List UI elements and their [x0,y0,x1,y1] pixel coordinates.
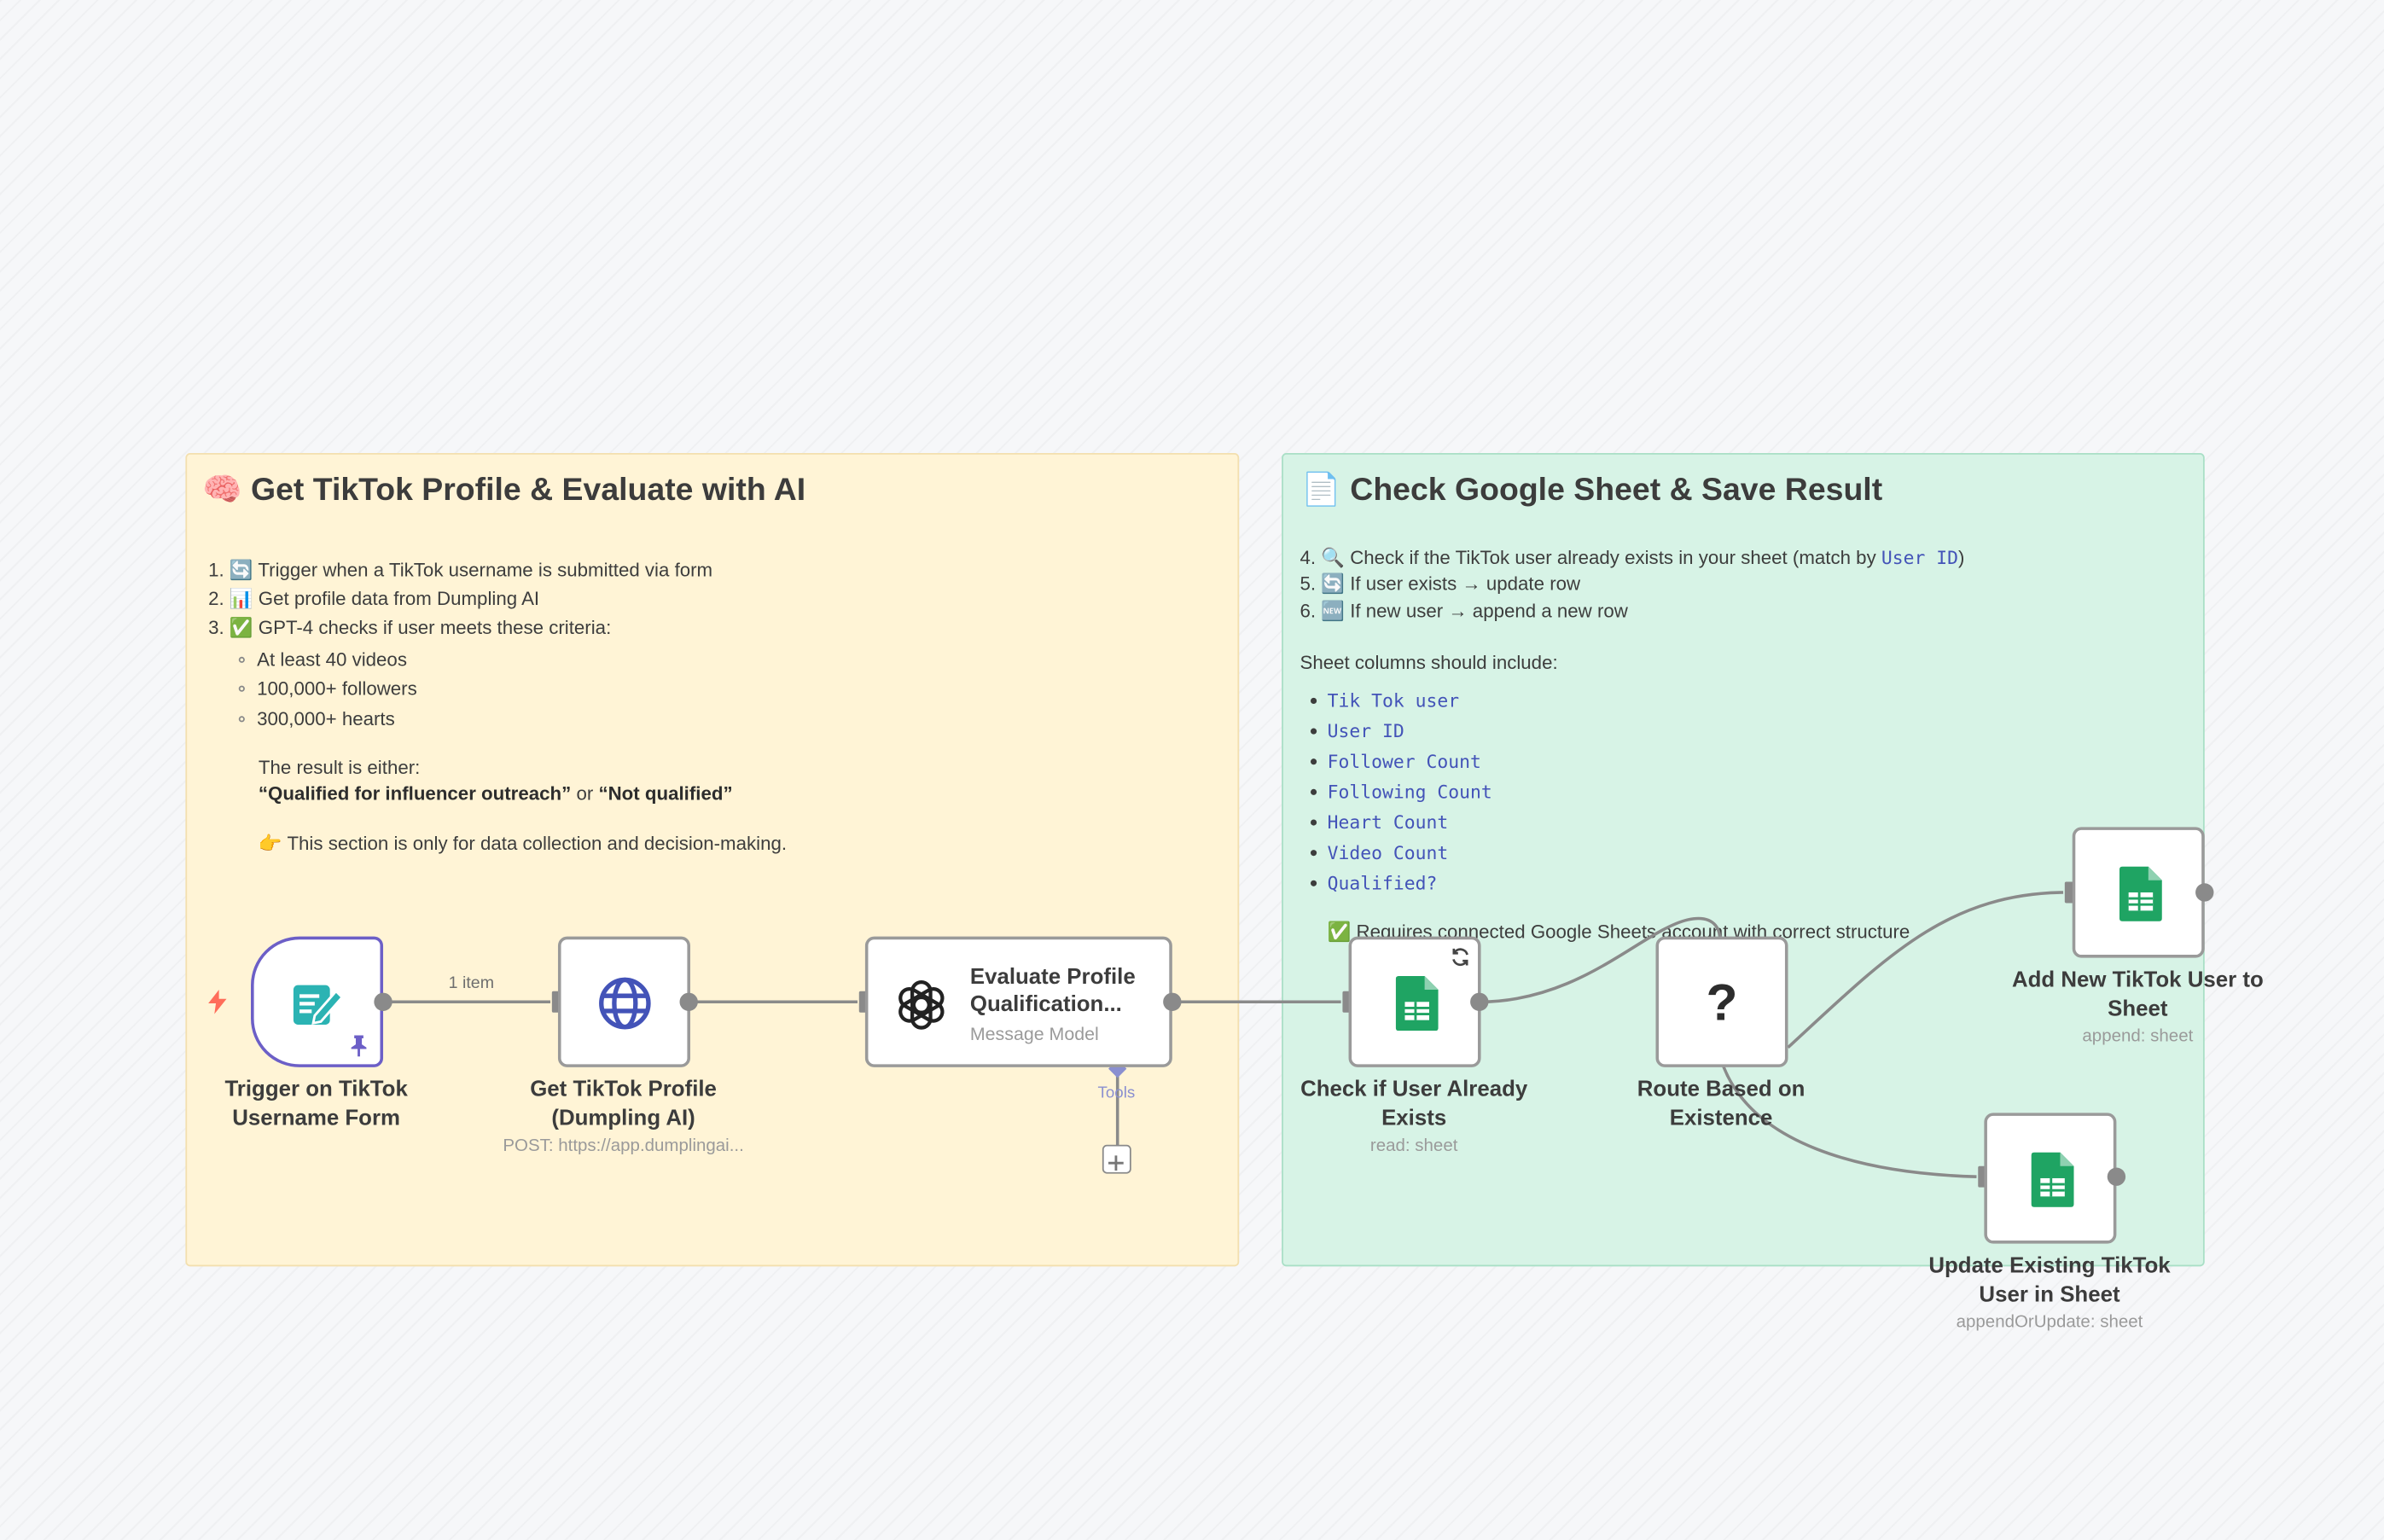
update-user-node[interactable] [1984,1113,2117,1244]
route-if-node[interactable]: ? [1655,936,1788,1067]
add-user-subtitle: append: sheet [2082,1027,2194,1046]
check-user-label: Check if User Already Exists [1300,1078,1528,1131]
refresh-icon[interactable] [1451,947,1470,974]
output-port[interactable] [1163,992,1182,1011]
ai-evaluate-subtitle: Message Model [969,1023,1099,1045]
plus-icon [1108,1151,1124,1178]
connection-item-count: 1 item [448,974,495,993]
criteria-followers: 100,000+ followers [257,677,417,700]
output-port[interactable] [679,992,698,1011]
result-or: or [571,782,599,805]
column-item: User ID [1327,720,1404,742]
output-port[interactable] [1470,992,1489,1011]
openai-logo-icon [893,976,951,1042]
bullet [1310,728,1317,735]
http-request-label: Get TikTok Profile (Dumpling AI) [530,1078,717,1131]
step-2-text: 2. 📊 Get profile data from Dumpling AI [208,588,540,610]
update-user-label: Update Existing TikTok User in Sheet [1928,1254,2171,1308]
update-user-subtitle: appendOrUpdate: sheet [1956,1313,2143,1332]
step-3-text: 3. ✅ GPT-4 checks if user meets these cr… [208,617,612,639]
input-port[interactable] [551,991,561,1013]
bullet [238,716,245,723]
google-sheets-icon [1395,975,1439,1038]
connection-route-add[interactable] [1787,891,2064,1049]
step-4-text: 4. 🔍 Check if the TikTok user already ex… [1300,547,1965,569]
step-1-text: 1. 🔄 Trigger when a TikTok username is s… [208,559,713,581]
bullet [1310,850,1317,857]
add-user-label: Add New TikTok User to Sheet [2011,968,2264,1022]
google-sheets-icon [2119,866,2162,929]
check-user-node[interactable] [1348,936,1481,1067]
bullet [238,685,245,692]
criteria-hearts: 300,000+ hearts [257,708,395,730]
route-if-label: Route Based on Existence [1637,1078,1805,1131]
connection-route-update[interactable] [1716,1049,1977,1178]
criteria-videos: At least 40 videos [257,648,407,671]
http-request-subtitle: POST: https://app.dumplingai... [503,1136,744,1156]
input-port[interactable] [2064,881,2074,904]
form-pencil-icon [290,976,345,1035]
column-item: Following Count [1327,781,1492,803]
bullet [238,656,245,663]
connection-check-route[interactable] [1479,916,1722,1004]
column-item: Tik Tok user [1327,689,1460,712]
column-item: Qualified? [1327,872,1438,894]
bullet [1310,758,1317,765]
add-tool-button[interactable] [1102,1144,1131,1174]
check-user-subtitle: read: sheet [1369,1136,1458,1156]
input-port[interactable] [858,991,869,1013]
bullet [1310,788,1317,795]
sticky-title-ai-evaluation: 🧠 Get TikTok Profile & Evaluate with AI [201,473,806,508]
step-5-text: 5. 🔄 If user exists → update row [1300,572,1581,595]
step-6-text: 6. 🆕 If new user → append a new row [1300,600,1628,622]
http-request-node[interactable] [557,936,690,1067]
column-item: Video Count [1327,842,1449,864]
output-port[interactable] [2107,1167,2126,1186]
trigger-form-node[interactable] [251,936,384,1067]
output-port[interactable] [374,992,392,1011]
bullet [1310,697,1317,705]
result-options: “Qualified for influencer outreach” or “… [259,784,733,803]
section-note: 👉 This section is only for data collecti… [258,833,788,855]
column-item: Follower Count [1327,751,1481,773]
bullet [1310,819,1317,826]
globe-icon [597,976,652,1038]
ai-evaluate-label: Evaluate Profile Qualification... [969,965,1136,1018]
result-qualified: “Qualified for influencer outreach” [258,782,572,805]
lightning-bolt-icon [206,990,228,1021]
question-mark-icon: ? [1706,974,1738,1032]
input-port[interactable] [1978,1165,1987,1188]
column-item: Heart Count [1327,811,1449,834]
input-port[interactable] [1342,991,1352,1013]
columns-intro: Sheet columns should include: [1300,652,1558,674]
ai-evaluate-node[interactable]: Evaluate Profile Qualification... Messag… [864,936,1172,1067]
sticky-title-google-sheet: 📄 Check Google Sheet & Save Result [1301,473,1883,508]
result-not-qualified: “Not qualified” [598,782,733,805]
add-user-node[interactable] [2072,827,2205,958]
bullet [1310,880,1317,886]
pin-icon[interactable] [350,1035,368,1064]
result-intro: The result is either: [258,757,421,779]
code-user-id: User ID [1881,547,1959,569]
sticky-note-ai-evaluation[interactable]: 🧠 Get TikTok Profile & Evaluate with AI [185,453,1240,1267]
google-sheets-icon [2031,1152,2074,1215]
output-port[interactable] [2195,883,2214,902]
trigger-form-label: Trigger on TikTok Username Form [224,1078,408,1131]
tools-label: Tools [1097,1084,1136,1102]
